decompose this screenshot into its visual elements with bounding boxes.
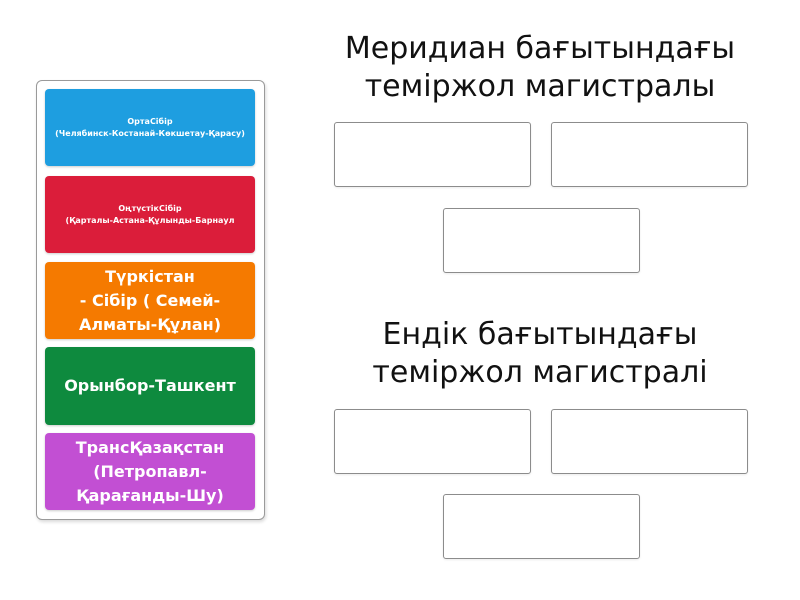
drop-zone-meridian-1[interactable]	[334, 122, 531, 187]
card-label: ТрансҚазақстан (Петропавл- Қарағанды-Шу)	[75, 437, 225, 505]
draggable-card-turkistan-sibir[interactable]: Түркістан - Сібір ( Семей- Алматы-Құлан)	[45, 262, 255, 339]
draggable-card-orta-sibir[interactable]: ОртаСібір (Челябинск-Костанай-Көкшетау-Қ…	[45, 89, 255, 166]
drop-zone-latitudinal-2[interactable]	[551, 409, 748, 474]
draggable-card-ontustik-sibir[interactable]: ОңтүстікСібір (Қарталы-Астана-Құлынды-Ба…	[45, 176, 255, 253]
drop-zone-latitudinal-1[interactable]	[334, 409, 531, 474]
drop-zone-meridian-3[interactable]	[443, 208, 640, 273]
card-label: Түркістан - Сібір ( Семей- Алматы-Құлан)	[78, 266, 222, 334]
card-label: ОртаСібір (Челябинск-Костанай-Көкшетау-Қ…	[55, 116, 245, 138]
card-label: ОңтүстікСібір (Қарталы-Астана-Құлынды-Ба…	[65, 203, 235, 225]
group-title-text: Ендік бағытындағы теміржол магистралі	[372, 317, 708, 390]
draggable-card-trans-kazakhstan[interactable]: ТрансҚазақстан (Петропавл- Қарағанды-Шу)	[45, 433, 255, 510]
group-title-text: Меридиан бағытындағы теміржол магистралы	[344, 31, 736, 104]
card-tray: ОртаСібір (Челябинск-Костанай-Көкшетау-Қ…	[36, 80, 265, 520]
group-title-meridian: Меридиан бағытындағы теміржол магистралы	[300, 30, 780, 106]
drop-zone-meridian-2[interactable]	[551, 122, 748, 187]
group-title-latitudinal: Ендік бағытындағы теміржол магистралі	[300, 316, 780, 392]
card-label: Орынбор-Ташкент	[64, 376, 236, 395]
drop-zone-latitudinal-3[interactable]	[443, 494, 640, 559]
draggable-card-orynbor-tashkent[interactable]: Орынбор-Ташкент	[45, 347, 255, 425]
